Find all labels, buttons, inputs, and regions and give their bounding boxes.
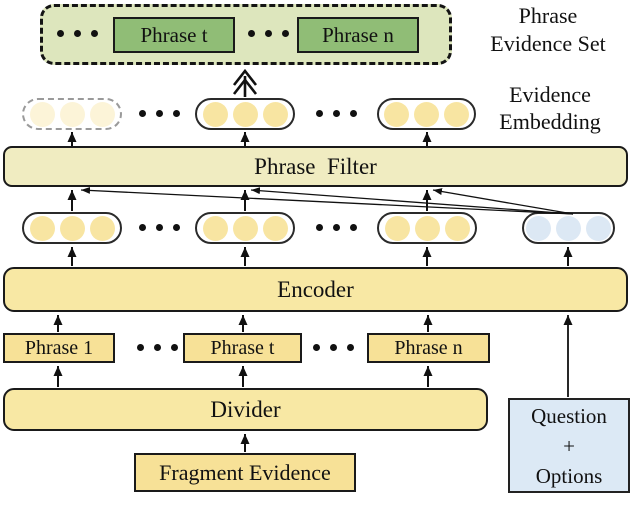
embedding-unit <box>29 215 55 241</box>
attention-lines <box>80 186 574 215</box>
phrase-t-box: Phrase t <box>183 333 302 363</box>
encoder-box: Encoder <box>3 267 628 312</box>
phrase-1-label: Phrase 1 <box>24 336 94 359</box>
embedding-unit <box>556 215 581 241</box>
phrase-embedding-pill-1 <box>22 212 122 244</box>
phrase-t-label: Phrase t <box>210 336 275 359</box>
question-options-line: Options <box>535 463 603 488</box>
embedding-unit <box>59 101 85 127</box>
embedding-unit <box>202 215 228 241</box>
fragment-evidence-label: Fragment Evidence <box>159 459 331 485</box>
dot <box>248 30 255 37</box>
evidence-embedding-pill-t <box>195 98 295 130</box>
evidence-embedding-pill-filtered <box>22 98 122 130</box>
dot <box>74 30 81 37</box>
dot <box>350 110 357 117</box>
dot <box>316 224 323 231</box>
fragment-evidence-box: Fragment Evidence <box>134 453 356 492</box>
embedding-unit <box>444 215 470 241</box>
embedding-unit <box>384 101 409 127</box>
phrase-t-evidence-label: Phrase t <box>140 22 208 47</box>
double-arrow <box>232 68 258 97</box>
phrase-to-encoder-arrows <box>53 315 433 332</box>
encoder-label: Encoder <box>277 276 354 302</box>
dot <box>265 30 272 37</box>
dot <box>139 224 146 231</box>
dot <box>330 344 337 351</box>
caption-line: Evidence <box>509 82 591 107</box>
phrase-n-evidence-box: Phrase n <box>297 17 419 53</box>
ellipsis-icon <box>137 344 178 351</box>
dot <box>137 344 144 351</box>
ellipsis-icon <box>313 344 354 351</box>
ellipsis-icon <box>316 224 357 231</box>
dot <box>313 344 320 351</box>
embedding-unit <box>414 101 439 127</box>
dot <box>350 224 357 231</box>
phrase-filter-label: Phrase Filter <box>254 153 377 179</box>
filter-to-embedding-arrows <box>67 132 432 146</box>
phrase-filter-box: Phrase Filter <box>3 146 628 187</box>
embedding-unit <box>29 101 55 127</box>
question-embedding-pill <box>522 212 615 244</box>
divider-box: Divider <box>3 388 488 431</box>
dot <box>171 344 178 351</box>
ellipsis-icon <box>248 30 289 37</box>
dot <box>173 110 180 117</box>
embedding-unit <box>89 215 115 241</box>
phrase-evidence-set-caption: Phrase Evidence Set <box>464 2 632 58</box>
phrase-n-box: Phrase n <box>367 333 490 363</box>
caption-line: Phrase <box>518 3 578 28</box>
phrase-t-evidence-box: Phrase t <box>113 17 235 53</box>
dot <box>154 344 161 351</box>
evidence-embedding-caption: Evidence Embedding <box>468 81 632 135</box>
caption-line: Evidence Set <box>490 31 606 56</box>
embedding-unit <box>232 215 258 241</box>
embedding-unit <box>526 215 551 241</box>
embedding-unit <box>89 101 115 127</box>
ellipsis-icon <box>316 110 357 117</box>
dot <box>173 224 180 231</box>
embedding-unit <box>414 215 440 241</box>
dot <box>333 110 340 117</box>
embedding-unit <box>59 215 85 241</box>
embedding-unit <box>586 215 611 241</box>
dot <box>156 224 163 231</box>
embedding-unit <box>202 101 228 127</box>
divider-to-phrase-arrows <box>53 366 433 387</box>
embedding-unit <box>262 101 288 127</box>
phrase-n-evidence-label: Phrase n <box>322 22 394 47</box>
ellipsis-icon <box>57 30 98 37</box>
embedding-to-filter-arrows <box>67 190 432 211</box>
embedding-unit <box>444 101 469 127</box>
dot <box>316 110 323 117</box>
embedding-unit <box>232 101 258 127</box>
dot <box>57 30 64 37</box>
encoder-to-embedding-arrows <box>67 247 573 266</box>
phrase-embedding-pill-n <box>377 212 477 244</box>
divider-label: Divider <box>210 396 281 422</box>
dot <box>282 30 289 37</box>
question-options-box: Question + Options <box>508 398 630 493</box>
phrase-1-box: Phrase 1 <box>3 333 115 363</box>
dot <box>91 30 98 37</box>
caption-line: Embedding <box>499 109 601 134</box>
embedding-unit <box>384 215 410 241</box>
question-options-line: + <box>563 433 575 458</box>
ellipsis-icon <box>139 224 180 231</box>
question-options-line: Question <box>531 403 607 428</box>
dot <box>139 110 146 117</box>
dot <box>333 224 340 231</box>
phrase-embedding-pill-t <box>195 212 295 244</box>
embedding-unit <box>262 215 288 241</box>
ellipsis-icon <box>139 110 180 117</box>
dot <box>347 344 354 351</box>
evidence-embedding-pill-n <box>377 98 476 130</box>
phrase-n-label: Phrase n <box>394 336 463 359</box>
dot <box>156 110 163 117</box>
